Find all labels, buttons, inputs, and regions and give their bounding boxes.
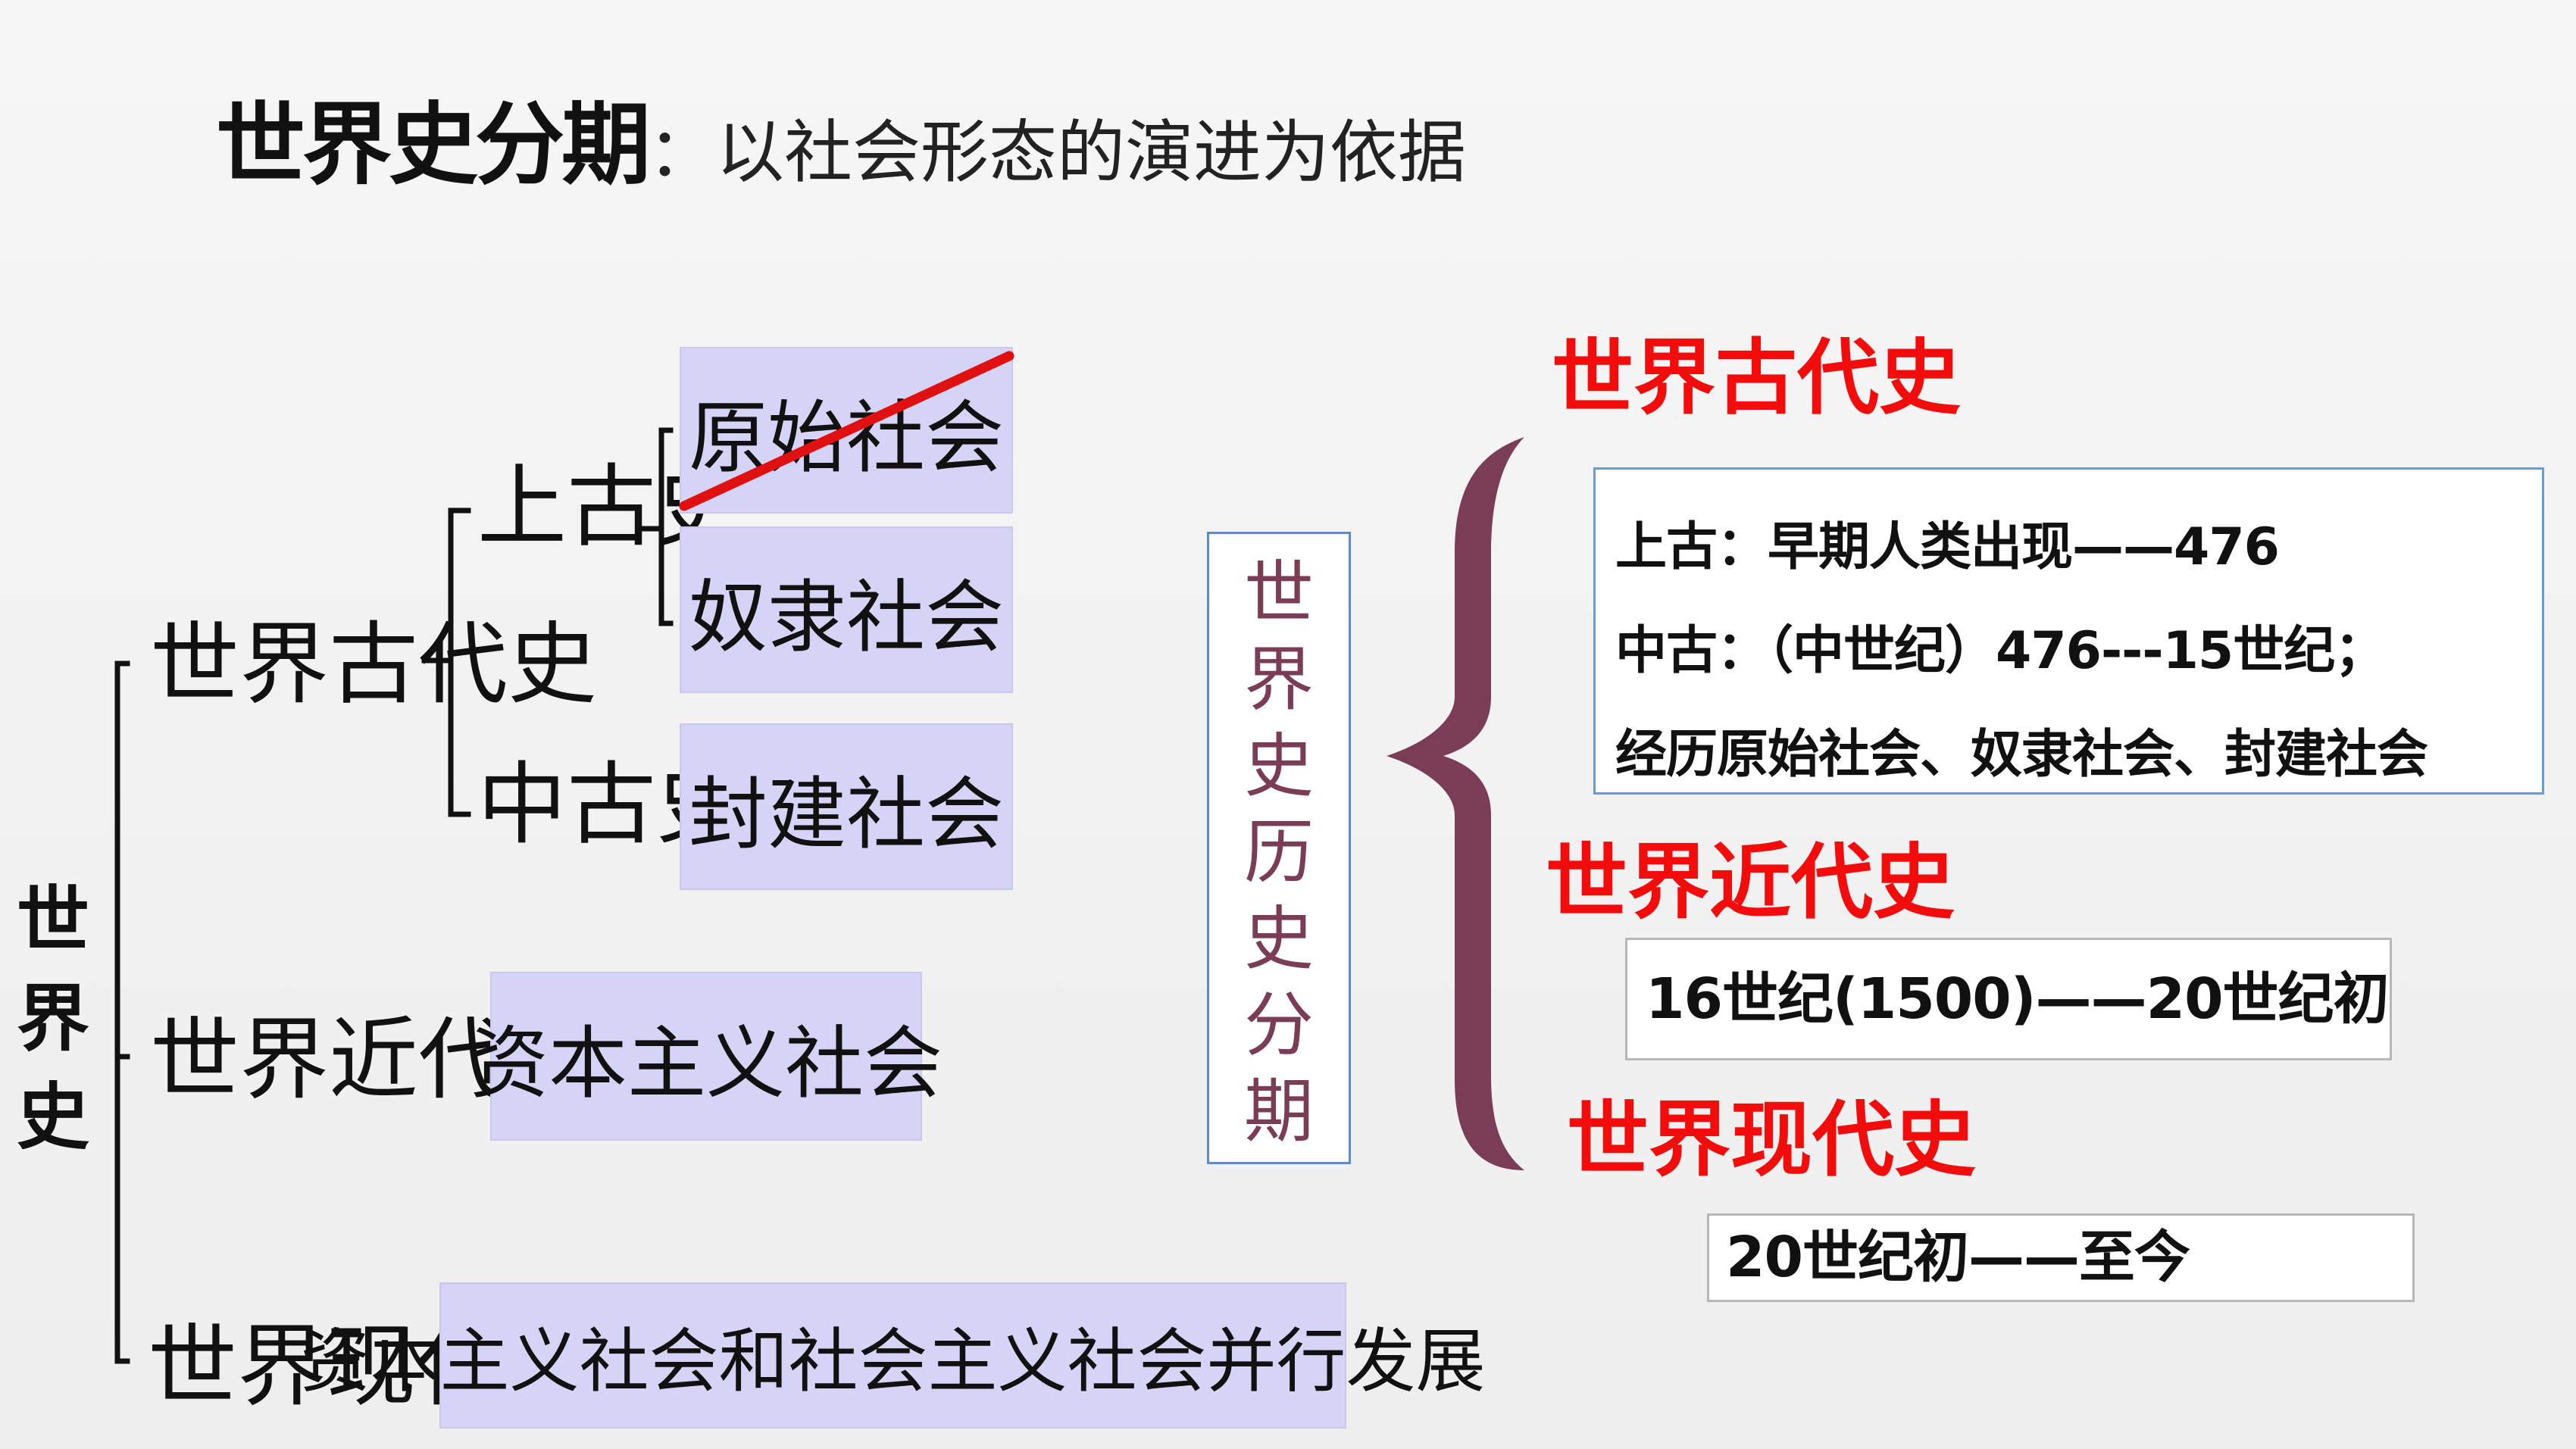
- ancient-line-societies: 经历原始社会、奴隶社会、封建社会: [1615, 725, 2428, 785]
- box-slave-society: 奴隶社会: [680, 526, 1013, 693]
- box-feudal-society: 封建社会: [680, 723, 1013, 890]
- primitive-society-text: 原始社会: [688, 391, 1004, 484]
- heading-contemporary-history: 世界现代史: [1567, 1093, 1977, 1188]
- upper-bracket: [658, 427, 674, 626]
- contemporary-period-text: 20世纪初——至今: [1726, 1225, 2190, 1290]
- parallel-development-text: 资本主义社会和社会主义社会并行发展: [300, 1321, 1486, 1402]
- tree-root: 世界史: [17, 878, 89, 1160]
- heading-ancient-history: 世界古代史: [1552, 331, 1962, 426]
- title-sub: ：以社会形态的演进为依据: [648, 113, 1467, 192]
- ancient-bracket: [448, 507, 471, 817]
- box-capitalist-society: 资本主义社会: [470, 972, 943, 1141]
- periodization-label: 世界史历史分期: [1243, 553, 1314, 1152]
- slave-society-text: 奴隶社会: [688, 570, 1004, 664]
- feudal-society-text: 封建社会: [688, 767, 1004, 860]
- ancient-line-upper: 上古：早期人类出现——476: [1615, 517, 2280, 577]
- ancient-period-box: 上古：早期人类出现——476 中古：（中世纪）476---15世纪； 经历原始社…: [1593, 467, 2544, 795]
- root-bracket: [114, 660, 130, 1364]
- capitalist-society-text: 资本主义社会: [470, 1017, 943, 1110]
- heading-modern-history: 世界近代史: [1546, 835, 1955, 930]
- contemporary-period-box: 20世纪初——至今: [1707, 1213, 2415, 1302]
- box-parallel-development: 资本主义社会和社会主义社会并行发展: [301, 1282, 1486, 1429]
- label-ancient-history: 世界古代史: [150, 612, 598, 717]
- title-main: 世界史分期: [216, 92, 651, 197]
- ancient-line-middle: 中古：（中世纪）476---15世纪；: [1615, 621, 2386, 681]
- modern-period-box: 16世纪(1500)——20世纪初: [1625, 938, 2392, 1060]
- page-title: 世界史分期：以社会形态的演进为依据: [216, 72, 1466, 201]
- modern-period-text: 16世纪(1500)——20世纪初: [1646, 967, 2390, 1032]
- periodization-label-box: 世界史历史分期: [1207, 532, 1351, 1164]
